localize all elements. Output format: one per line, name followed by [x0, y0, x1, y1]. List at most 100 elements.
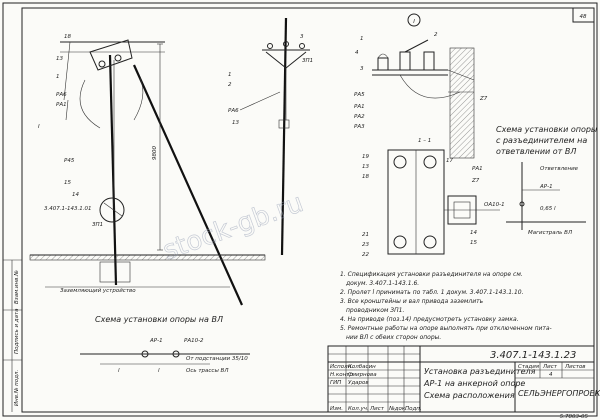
note-line-2: докум. 3.407.1-143.1.6.: [345, 280, 419, 287]
stage-header: Стадия: [518, 364, 540, 370]
title-block: 3.407.1-143.1.23 Установка разъединителя…: [327, 345, 600, 413]
branch-mag: Магистраль ВЛ: [528, 230, 572, 236]
detail-label-pa3: РА3: [354, 124, 365, 130]
stamp-replace: Взам.инв.№: [14, 270, 20, 304]
center-label-13: 13: [232, 120, 239, 126]
section-label-18: 18: [362, 174, 369, 180]
bottom-scheme: Схема установки опоры на ВЛ АР-1 РА10-2 …: [80, 315, 250, 374]
sheet-number-box: [572, 7, 595, 23]
name-3: Ударов: [348, 380, 369, 386]
branch-dim: 0,65 l: [540, 206, 556, 212]
left-label-pa6: РА6: [56, 92, 67, 98]
side-stamp-column: Инв.№ подл. Подпись и дата Взам.инв.№: [3, 259, 22, 412]
branch-title-2: с разъединителем на: [496, 136, 587, 145]
center-figure: 3 ЗП1 1 2 РА6 13: [228, 17, 313, 256]
doc-name-3: Схема расположения: [424, 391, 515, 400]
left-figure: 9800 18 13 1 РА6 РА1 I Р45 15 14 3.407.1…: [29, 34, 266, 306]
inner-frame: [21, 7, 595, 413]
detail-label-pa2: РА2: [354, 114, 365, 120]
section-label-21: 21: [362, 232, 369, 238]
note-line-3: 2. Пролет l принимать по табл. 1 докум. …: [340, 289, 524, 296]
branch-ref: АР-1: [539, 184, 553, 190]
section-label-15: 15: [470, 240, 477, 246]
notes-block: 1. Спецификация установки разъединителя …: [340, 271, 552, 341]
left-label-14: 14: [72, 192, 79, 198]
organization: СЕЛЬЭНЕРГОПРОЕКТ: [518, 389, 600, 398]
left-label-pa5: Р45: [64, 158, 75, 164]
bottom-scheme-title: Схема установки опоры на ВЛ: [95, 315, 223, 324]
bottom-road: Ось трассы ВЛ: [186, 368, 228, 374]
note-line-7: 5. Ремонтные работы на опоре выполнять п…: [340, 325, 552, 332]
note-line-1: 1. Спецификация установки разъединителя …: [340, 271, 523, 278]
detail-label-pa5: РА5: [354, 92, 365, 98]
left-label-13: 13: [56, 56, 63, 62]
detail-marker: I: [413, 19, 415, 25]
bottom-l-2: l: [158, 368, 160, 374]
head-kol: Кол.уч.: [348, 406, 369, 412]
center-label-2: 2: [228, 82, 232, 88]
left-ref-sub: ЗП1: [92, 222, 103, 228]
sheet-value: 4: [549, 372, 553, 378]
section-label-23: 23: [362, 242, 369, 248]
role-3: ГИП: [330, 380, 341, 386]
head-list: Лист: [369, 406, 385, 412]
detail-label-pa1: РА1: [354, 104, 365, 110]
center-label-zp1: ЗП1: [302, 58, 313, 64]
sheets-header: Листов: [564, 364, 586, 370]
branch-left-ref: ОА10-1: [484, 202, 505, 208]
bottom-to-sub: От подстанции 35/10: [186, 356, 248, 362]
detail-label-4: 4: [355, 50, 359, 56]
left-dimension: 9800: [152, 146, 158, 160]
sheet-number: 48: [580, 14, 587, 20]
detail-label-2: 2: [434, 32, 438, 38]
head-sign: Подп.: [405, 406, 422, 412]
note-line-6: 4. На приводе (поз.14) предусмотреть уст…: [340, 316, 519, 323]
branch-title-3: ответвлении от ВЛ: [496, 147, 576, 156]
section-label-13: 13: [362, 164, 369, 170]
bottom-l-1: l: [118, 368, 120, 374]
name-1: Колбасин: [348, 364, 376, 370]
detail-figure: I 1 4 3 2 РА5 РА1 РА2 РА3 Z7: [354, 13, 488, 159]
left-label-18: 18: [64, 34, 71, 40]
ground-label: Заземляющий устройство: [60, 288, 136, 294]
note-line-4: 3. Все кронштейны и вал привода заземлит…: [340, 298, 484, 305]
section-label-z7: Z7: [471, 178, 480, 184]
center-label-1: 1: [228, 72, 232, 78]
stamp-inv: Инв.№ подл.: [14, 370, 20, 406]
section-label-17: 17: [446, 158, 453, 164]
stamp-sign: Подпись и дата: [14, 308, 20, 354]
note-line-8: нии ВЛ с обеих сторон опоры.: [346, 334, 441, 341]
role-2: Н.контр.: [330, 372, 355, 378]
branch-title-1: Схема установки опоры: [496, 125, 597, 134]
doc-code: 3.407.1-143.1.23: [490, 350, 576, 361]
bottom-ar: АР-1: [149, 338, 163, 344]
section-figure: 1 – 1 19 13 18 17 РА1 Z7 14 15 21 23 22: [362, 138, 500, 258]
detail-label-z7: Z7: [479, 96, 488, 102]
left-label-pa1: РА1: [56, 102, 67, 108]
doc-name-2: АР-1 на анкерной опоре: [423, 379, 525, 388]
left-label-1: 1: [56, 74, 60, 80]
role-1: Исполн.: [330, 364, 353, 370]
branch-scheme: Схема установки опоры с разъединителем н…: [484, 125, 597, 236]
left-ref-line: 3.407.1-143.1.01: [44, 206, 91, 212]
section-label-pa1: РА1: [472, 166, 483, 172]
branch-label: Ответвление: [540, 166, 579, 172]
center-label-3: 3: [300, 34, 304, 40]
left-label-15: 15: [64, 180, 71, 186]
head-doc: №док.: [388, 406, 407, 412]
sheet-header: Лист: [542, 364, 558, 370]
note-line-5: проводником ЗП1.: [346, 307, 404, 314]
section-label-14: 14: [470, 230, 477, 236]
bottom-code: 5.7803-05: [560, 414, 589, 420]
section-label-22: 22: [362, 252, 369, 258]
head-izm: Изм.: [330, 406, 343, 412]
section-label: 1 – 1: [418, 138, 431, 144]
section-label-19: 19: [362, 154, 369, 160]
doc-name-1: Установка разъединителя: [424, 367, 536, 376]
detail-label-3: 3: [360, 66, 364, 72]
left-label-marker: I: [38, 124, 40, 130]
detail-label-1: 1: [360, 36, 364, 42]
